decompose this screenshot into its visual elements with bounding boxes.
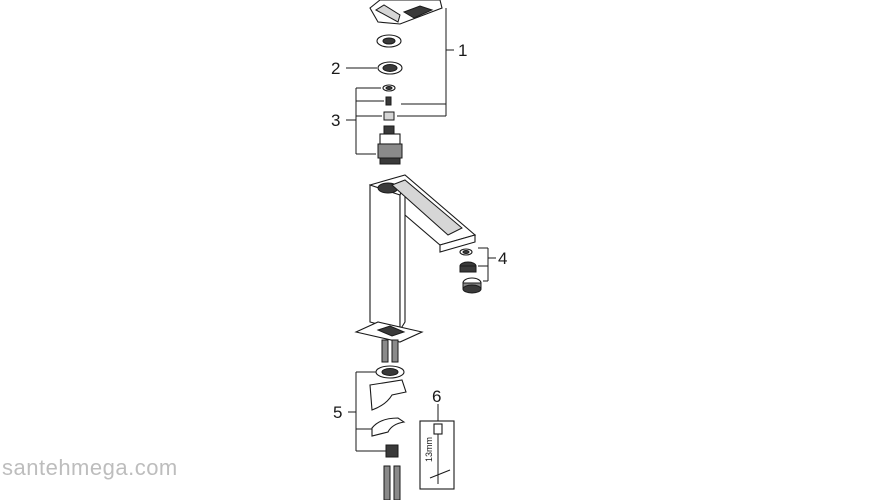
small-washer	[382, 84, 396, 92]
fixing-nut	[385, 444, 399, 458]
supply-hose-lower	[383, 465, 401, 500]
supply-hose-upper	[381, 339, 399, 363]
callout-6: 6	[432, 387, 441, 406]
fixing-gasket	[375, 365, 405, 379]
tool-size-label: 13mm	[424, 437, 434, 462]
leader-lines	[346, 8, 496, 452]
lever-handle	[369, 0, 443, 25]
adapter	[383, 111, 395, 121]
watermark: santehmega.com	[2, 455, 178, 480]
callout-2: 2	[331, 59, 340, 78]
callout-5: 5	[333, 403, 342, 422]
mounting-plate	[354, 321, 424, 343]
wrench-tool	[419, 420, 455, 490]
callout-4: 4	[498, 249, 507, 268]
callout-3: 3	[331, 111, 340, 130]
fixing-horseshoe	[371, 417, 406, 437]
aerator-insert	[459, 261, 477, 273]
screw	[385, 96, 392, 106]
aerator-housing	[462, 277, 482, 294]
handle-base-ring	[376, 34, 402, 48]
aerator-washer	[459, 248, 473, 256]
cartridge	[377, 125, 403, 165]
cap-nut	[377, 61, 403, 75]
callout-1: 1	[458, 41, 467, 60]
faucet-body	[368, 174, 477, 332]
fixing-bracket	[369, 379, 407, 411]
